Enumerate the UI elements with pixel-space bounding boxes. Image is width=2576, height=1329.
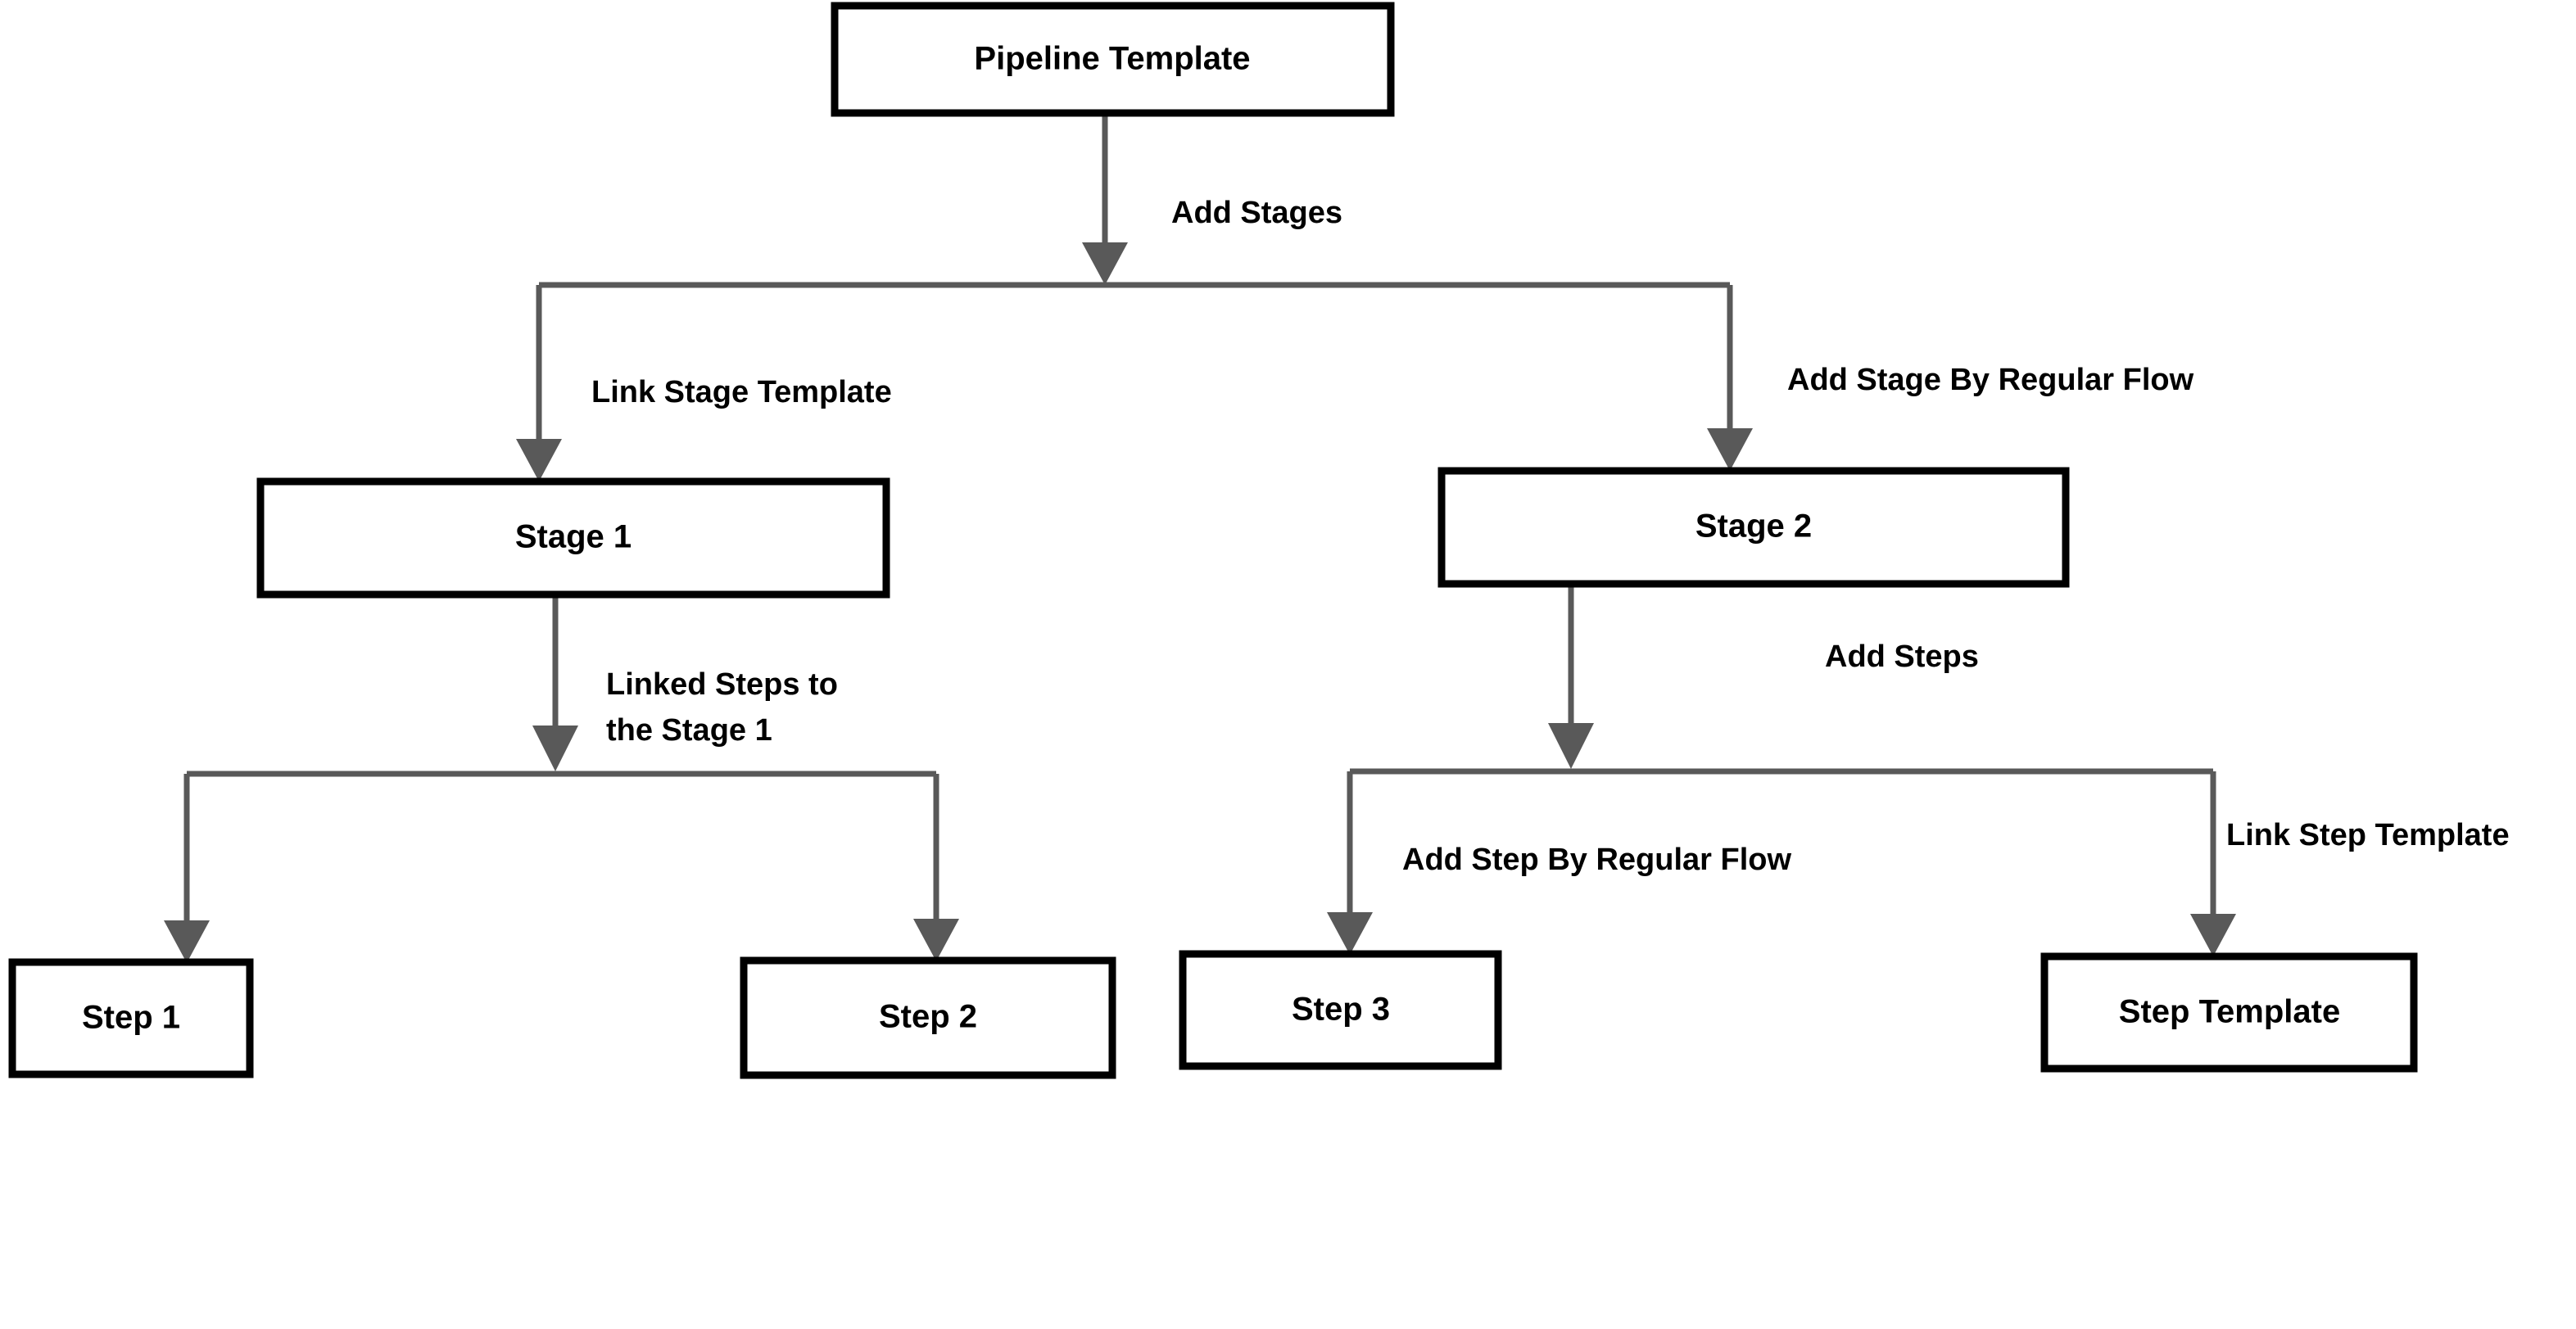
node-step-1[interactable]: Step 1 bbox=[8, 958, 254, 1078]
edge-label-add-stages: Add Stages bbox=[1171, 196, 1342, 230]
node-pipeline-template[interactable]: Pipeline Template bbox=[831, 2, 1395, 117]
edge-right-bus-to-step-3 bbox=[1327, 771, 1373, 955]
arrowhead-icon bbox=[913, 919, 959, 961]
arrowhead-icon bbox=[532, 726, 578, 771]
arrowhead-icon bbox=[1327, 912, 1373, 955]
edge-left-bus-to-step-1 bbox=[164, 774, 210, 963]
edge-label-linked-steps-line-1: Linked Steps to bbox=[606, 667, 838, 702]
edge-label-link-stage-template: Link Stage Template bbox=[591, 375, 892, 409]
edge-right-bus-to-step-template bbox=[2190, 771, 2236, 956]
arrowhead-icon bbox=[164, 920, 210, 963]
node-step-2[interactable]: Step 2 bbox=[740, 956, 1116, 1079]
edge-left-bus-to-step-2 bbox=[913, 774, 959, 961]
edge-pipeline-to-stages-bus bbox=[1082, 113, 1128, 285]
node-label-step-template: Step Template bbox=[2119, 994, 2340, 1030]
node-box-step-2[interactable] bbox=[740, 956, 1116, 1079]
node-label-step-1: Step 1 bbox=[82, 1000, 180, 1036]
node-box-pipeline-template[interactable] bbox=[831, 2, 1395, 117]
node-box-step-template[interactable] bbox=[2040, 952, 2418, 1073]
edge-label-linked-steps-line-2: the Stage 1 bbox=[606, 713, 772, 748]
edge-label-add-steps: Add Steps bbox=[1825, 640, 1979, 674]
node-box-stage-2[interactable] bbox=[1437, 467, 2070, 588]
edge-bus-to-stage-1 bbox=[516, 285, 562, 481]
arrowhead-icon bbox=[1548, 723, 1594, 769]
edge-stage-2-to-right-steps-bus bbox=[1548, 584, 1594, 769]
node-step-template[interactable]: Step Template bbox=[2040, 952, 2418, 1073]
edge-stage-1-to-left-steps-bus bbox=[532, 594, 578, 771]
arrowhead-icon bbox=[516, 439, 562, 481]
node-box-step-3[interactable] bbox=[1179, 950, 1502, 1070]
arrowhead-icon bbox=[1082, 242, 1128, 285]
node-stage-1[interactable]: Stage 1 bbox=[256, 477, 890, 599]
arrowhead-icon bbox=[2190, 914, 2236, 956]
node-box-stage-1[interactable] bbox=[256, 477, 890, 599]
arrowhead-icon bbox=[1707, 428, 1753, 471]
node-step-3[interactable]: Step 3 bbox=[1179, 950, 1502, 1070]
node-label-stage-2: Stage 2 bbox=[1695, 509, 1812, 545]
node-label-stage-1: Stage 1 bbox=[515, 519, 632, 555]
node-label-pipeline-template: Pipeline Template bbox=[974, 41, 1250, 77]
node-label-step-3: Step 3 bbox=[1292, 992, 1390, 1028]
node-label-step-2: Step 2 bbox=[879, 999, 977, 1035]
edge-label-add-step-by-regular-flow: Add Step By Regular Flow bbox=[1402, 843, 1791, 877]
node-stage-2[interactable]: Stage 2 bbox=[1437, 467, 2070, 588]
edge-bus-to-stage-2 bbox=[1707, 285, 1753, 471]
edge-label-add-stage-by-regular-flow: Add Stage By Regular Flow bbox=[1787, 363, 2194, 397]
edge-label-link-step-template: Link Step Template bbox=[2226, 818, 2510, 852]
node-box-step-1[interactable] bbox=[8, 958, 254, 1078]
